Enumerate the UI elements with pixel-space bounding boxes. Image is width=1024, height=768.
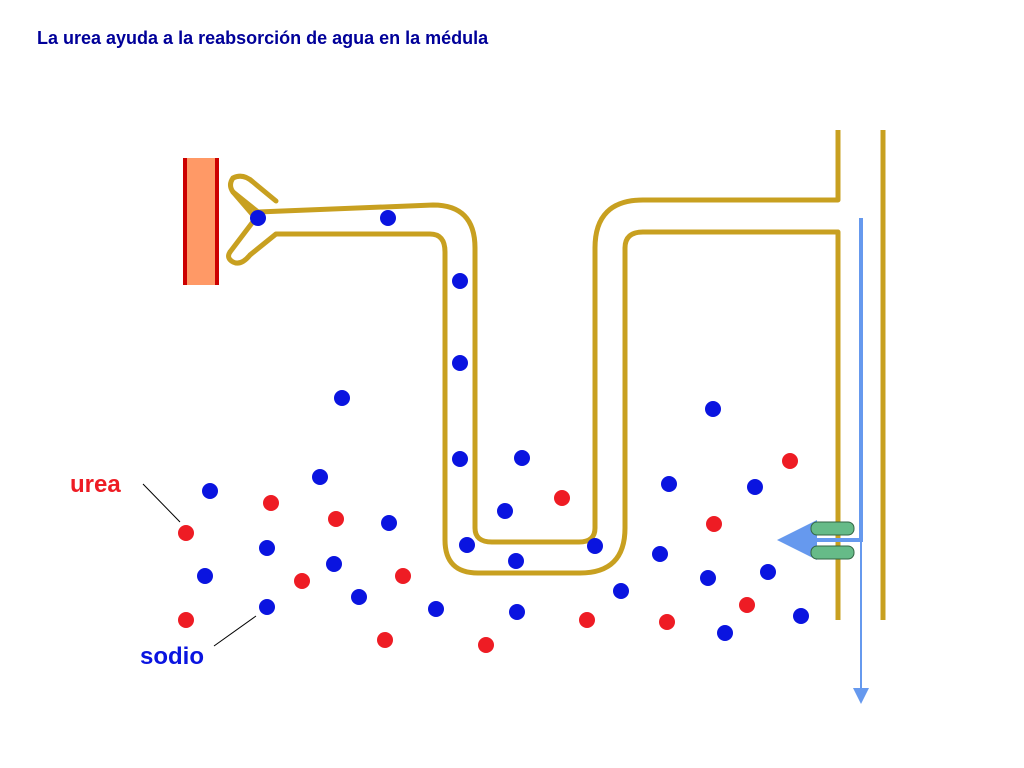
urea-particle — [263, 495, 279, 511]
sodium-particle — [334, 390, 350, 406]
sodium-particle — [351, 589, 367, 605]
urea-particle — [178, 525, 194, 541]
urea-particle — [377, 632, 393, 648]
tubule-inner-wall — [226, 229, 841, 576]
urea-particle — [395, 568, 411, 584]
sodium-particle — [428, 601, 444, 617]
sodium-particle — [509, 604, 525, 620]
sodium-particle — [197, 568, 213, 584]
sodium-particle — [700, 570, 716, 586]
sodium-particle — [717, 625, 733, 641]
sodium-particle — [661, 476, 677, 492]
blood-vessel — [183, 158, 219, 285]
urea-label: urea — [70, 471, 121, 498]
sodium-particle — [613, 583, 629, 599]
page-title: La urea ayuda a la reabsorción de agua e… — [37, 28, 489, 48]
sodium-particle — [514, 450, 530, 466]
sodium-particle — [202, 483, 218, 499]
vessel-lumen — [184, 158, 218, 285]
urea-particle — [739, 597, 755, 613]
water-flow-arrow — [777, 218, 863, 560]
urea-particle — [659, 614, 675, 630]
urea-particle — [328, 511, 344, 527]
sodium-label-leader — [213, 615, 257, 647]
sodium-particle — [312, 469, 328, 485]
sodium-particle — [587, 538, 603, 554]
sodium-particle — [793, 608, 809, 624]
urea-particle — [579, 612, 595, 628]
urea-particle — [178, 612, 194, 628]
urea-particle — [478, 637, 494, 653]
sodium-particle — [259, 599, 275, 615]
urea-particle — [294, 573, 310, 589]
urea-particle — [782, 453, 798, 469]
urea-particle — [706, 516, 722, 532]
sodium-particle — [497, 503, 513, 519]
tubule-outer-wall-top — [230, 173, 279, 204]
sodium-particle — [452, 273, 468, 289]
sodium-particle — [508, 553, 524, 569]
sodium-label: sodio — [140, 643, 204, 670]
urea-particle — [554, 490, 570, 506]
vessel-wall-right — [215, 158, 219, 285]
sodium-particle — [452, 355, 468, 371]
sodium-particle — [452, 451, 468, 467]
particles — [178, 210, 809, 653]
water-channel-icon — [810, 521, 855, 560]
sodium-particle — [380, 210, 396, 226]
sodium-particle — [652, 546, 668, 562]
sodium-particle — [747, 479, 763, 495]
sodium-particle — [259, 540, 275, 556]
sodium-particle — [250, 210, 266, 226]
sodium-particle — [459, 537, 475, 553]
sodium-particle — [705, 401, 721, 417]
sodium-particle — [760, 564, 776, 580]
vessel-wall-left — [183, 158, 187, 285]
sodium-particle — [381, 515, 397, 531]
sodium-particle — [326, 556, 342, 572]
urea-label-leader — [142, 483, 181, 523]
tubule-bowman-inner — [227, 189, 257, 255]
